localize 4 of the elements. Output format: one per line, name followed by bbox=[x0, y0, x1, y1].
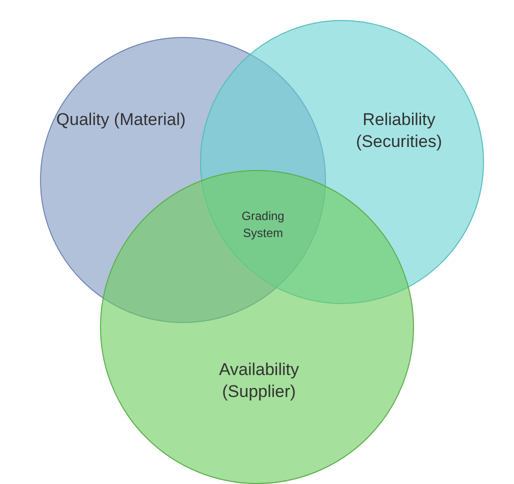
circle-label: Reliability (Securities) bbox=[355, 109, 443, 153]
circle-label: Quality (Material) bbox=[56, 109, 186, 131]
overlap-label: Grading System bbox=[240, 208, 286, 242]
circle-label: Availability (Supplier) bbox=[218, 359, 300, 403]
